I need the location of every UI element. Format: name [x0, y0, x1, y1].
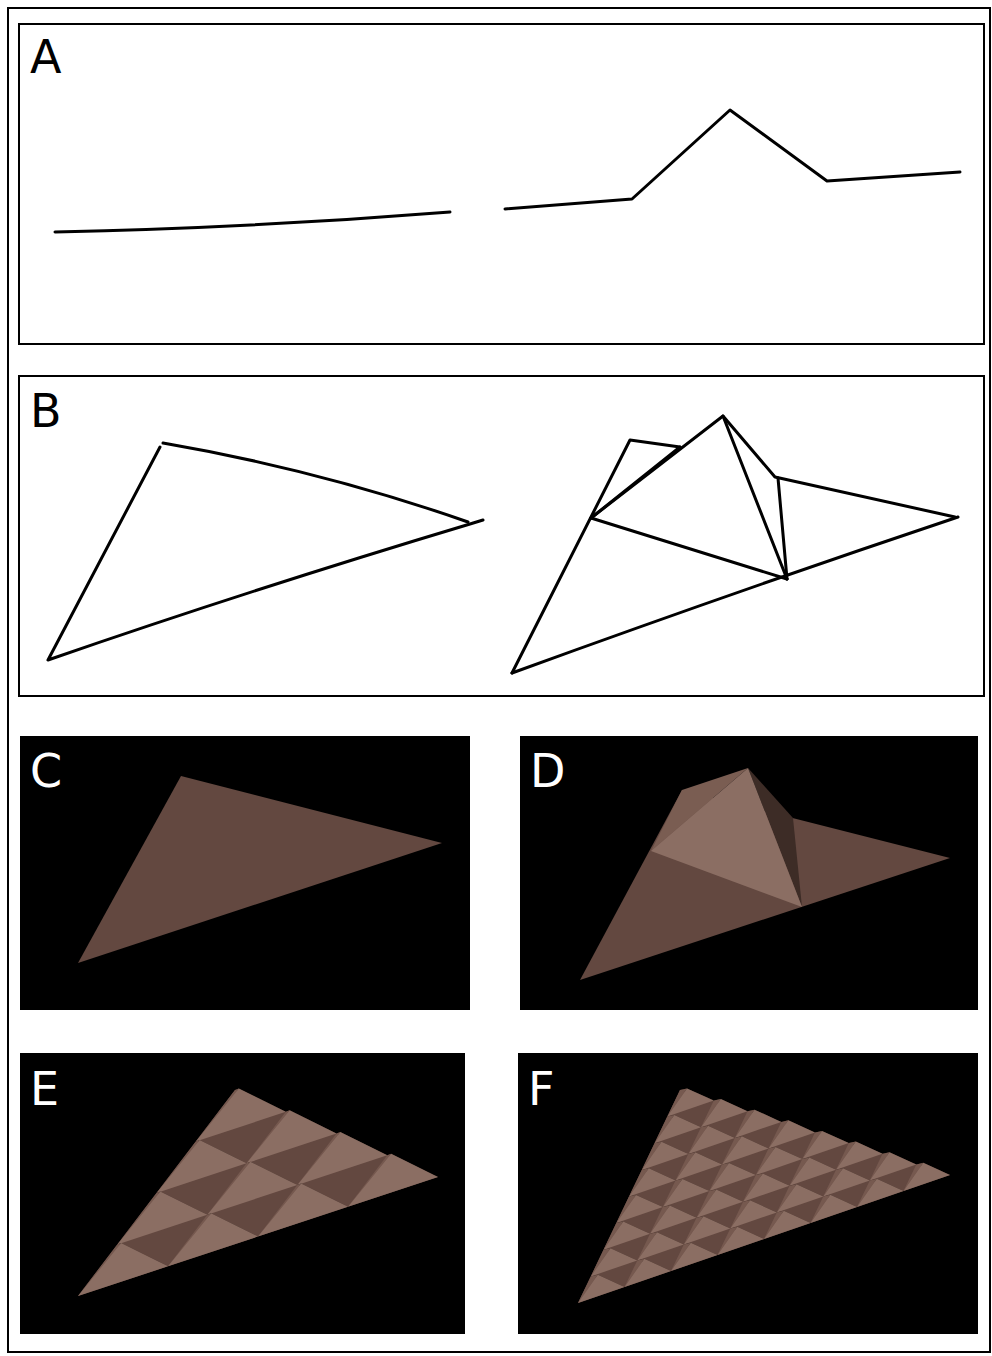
facet [655, 1115, 702, 1143]
facet [591, 1248, 638, 1276]
facet [823, 1168, 870, 1196]
facet [743, 1174, 790, 1202]
panel-letter: D [530, 748, 565, 794]
facet [769, 1120, 816, 1148]
facet [790, 1158, 837, 1186]
facet [650, 1206, 697, 1234]
facet [764, 1211, 811, 1239]
facet [625, 1259, 672, 1287]
facet [578, 1090, 950, 1303]
facet [78, 1243, 168, 1296]
render-panel [20, 736, 470, 1010]
render-panel [20, 1053, 465, 1334]
facet [756, 1147, 803, 1175]
facet [578, 1275, 625, 1303]
facet [684, 1216, 731, 1244]
facet [857, 1179, 904, 1207]
fractal-render [578, 1088, 950, 1303]
facet [777, 1184, 824, 1212]
facet [802, 1131, 849, 1159]
render-panel [518, 1053, 978, 1334]
panel-letter: A [30, 34, 61, 80]
facet [676, 1152, 723, 1180]
facet [836, 1142, 883, 1170]
profile-sketch [55, 110, 960, 232]
facet [697, 1190, 744, 1218]
facet [616, 1195, 663, 1223]
panel-letter: C [30, 748, 62, 794]
pyramid-render [580, 768, 950, 980]
facet [168, 1213, 258, 1266]
outer-frame [8, 8, 990, 1352]
facet [667, 1088, 714, 1116]
facet [671, 1243, 718, 1271]
facet [718, 1227, 765, 1255]
facet [730, 1200, 777, 1228]
facet [735, 1110, 782, 1138]
fractal-render [78, 1088, 438, 1296]
facet [688, 1126, 735, 1154]
facet [709, 1163, 756, 1191]
facet [642, 1142, 689, 1170]
facet [870, 1152, 917, 1180]
panel-frame [19, 376, 984, 696]
facet [663, 1179, 710, 1207]
panel-letter: F [528, 1066, 554, 1112]
facet [629, 1168, 676, 1196]
facet [904, 1163, 951, 1191]
facet [701, 1099, 748, 1127]
facet [348, 1154, 438, 1207]
flat-triangle [78, 776, 442, 963]
panel-letter: B [30, 388, 62, 434]
facet [258, 1183, 348, 1236]
triangle-sketch [48, 416, 958, 673]
facet [722, 1136, 769, 1164]
facet [811, 1195, 858, 1223]
facet [604, 1222, 651, 1250]
panel-letter: E [30, 1066, 59, 1112]
facet [637, 1232, 684, 1260]
render-panel [520, 736, 978, 1010]
panel-frame [19, 24, 984, 344]
